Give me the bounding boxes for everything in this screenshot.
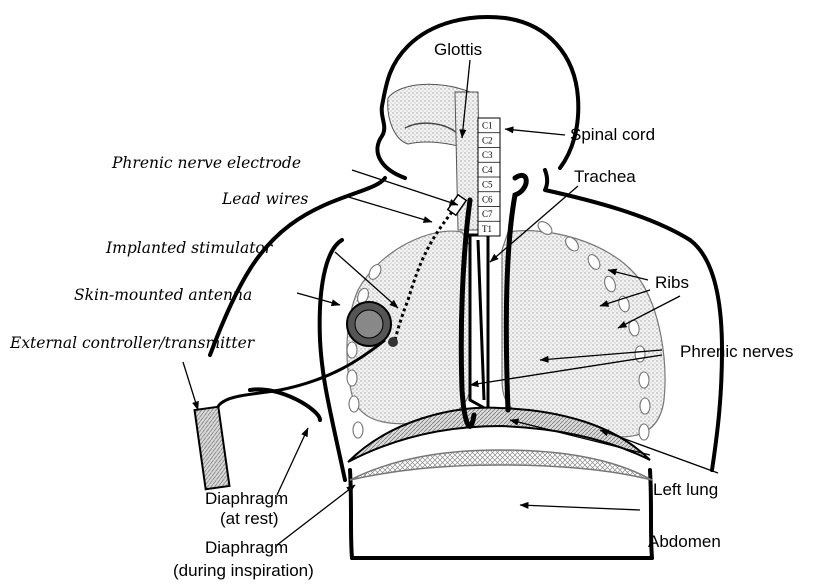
label-ribs: Ribs	[655, 273, 689, 292]
vertebra-label: C1	[482, 121, 493, 131]
label-spinal-cord: Spinal cord	[570, 125, 655, 144]
diaphragm-inspiration	[350, 450, 652, 480]
label-glottis: Glottis	[434, 40, 482, 59]
label-diaphragm-insp-sub: (during inspiration)	[173, 561, 314, 580]
label-controller: External controller/transmitter	[9, 334, 256, 352]
vertebra-label: C7	[482, 209, 493, 219]
label-diaphragm-rest-sub: (at rest)	[220, 509, 279, 528]
external-controller	[195, 407, 230, 490]
vertebra-label: T1	[482, 224, 492, 234]
antenna-ring-inner	[355, 310, 383, 338]
vertebra-label: C3	[482, 150, 493, 160]
airway	[388, 84, 480, 230]
label-abdomen: Abdomen	[648, 532, 721, 551]
label-phrenic-electrode: Phrenic nerve electrode	[111, 154, 301, 172]
vertebra-label: C5	[482, 180, 493, 190]
label-trachea: Trachea	[574, 167, 636, 186]
label-antenna: Skin-mounted antenna	[74, 286, 252, 304]
abdomen-left	[350, 470, 352, 558]
label-implanted-stimulator: Implanted stimulator	[105, 239, 274, 257]
vertebra-label: C4	[482, 165, 493, 175]
label-lead-wires: Lead wires	[221, 190, 308, 208]
label-diaphragm-insp: Diaphragm	[205, 538, 288, 557]
vertebra-label: C6	[482, 194, 493, 204]
label-phrenic-nerves: Phrenic nerves	[680, 342, 793, 361]
implanted-stimulator-icon	[388, 337, 398, 347]
label-left-lung: Left lung	[653, 480, 718, 499]
vertebra-label: C2	[482, 135, 493, 145]
label-diaphragm-rest: Diaphragm	[205, 489, 288, 508]
torso-left-outline	[320, 240, 345, 480]
